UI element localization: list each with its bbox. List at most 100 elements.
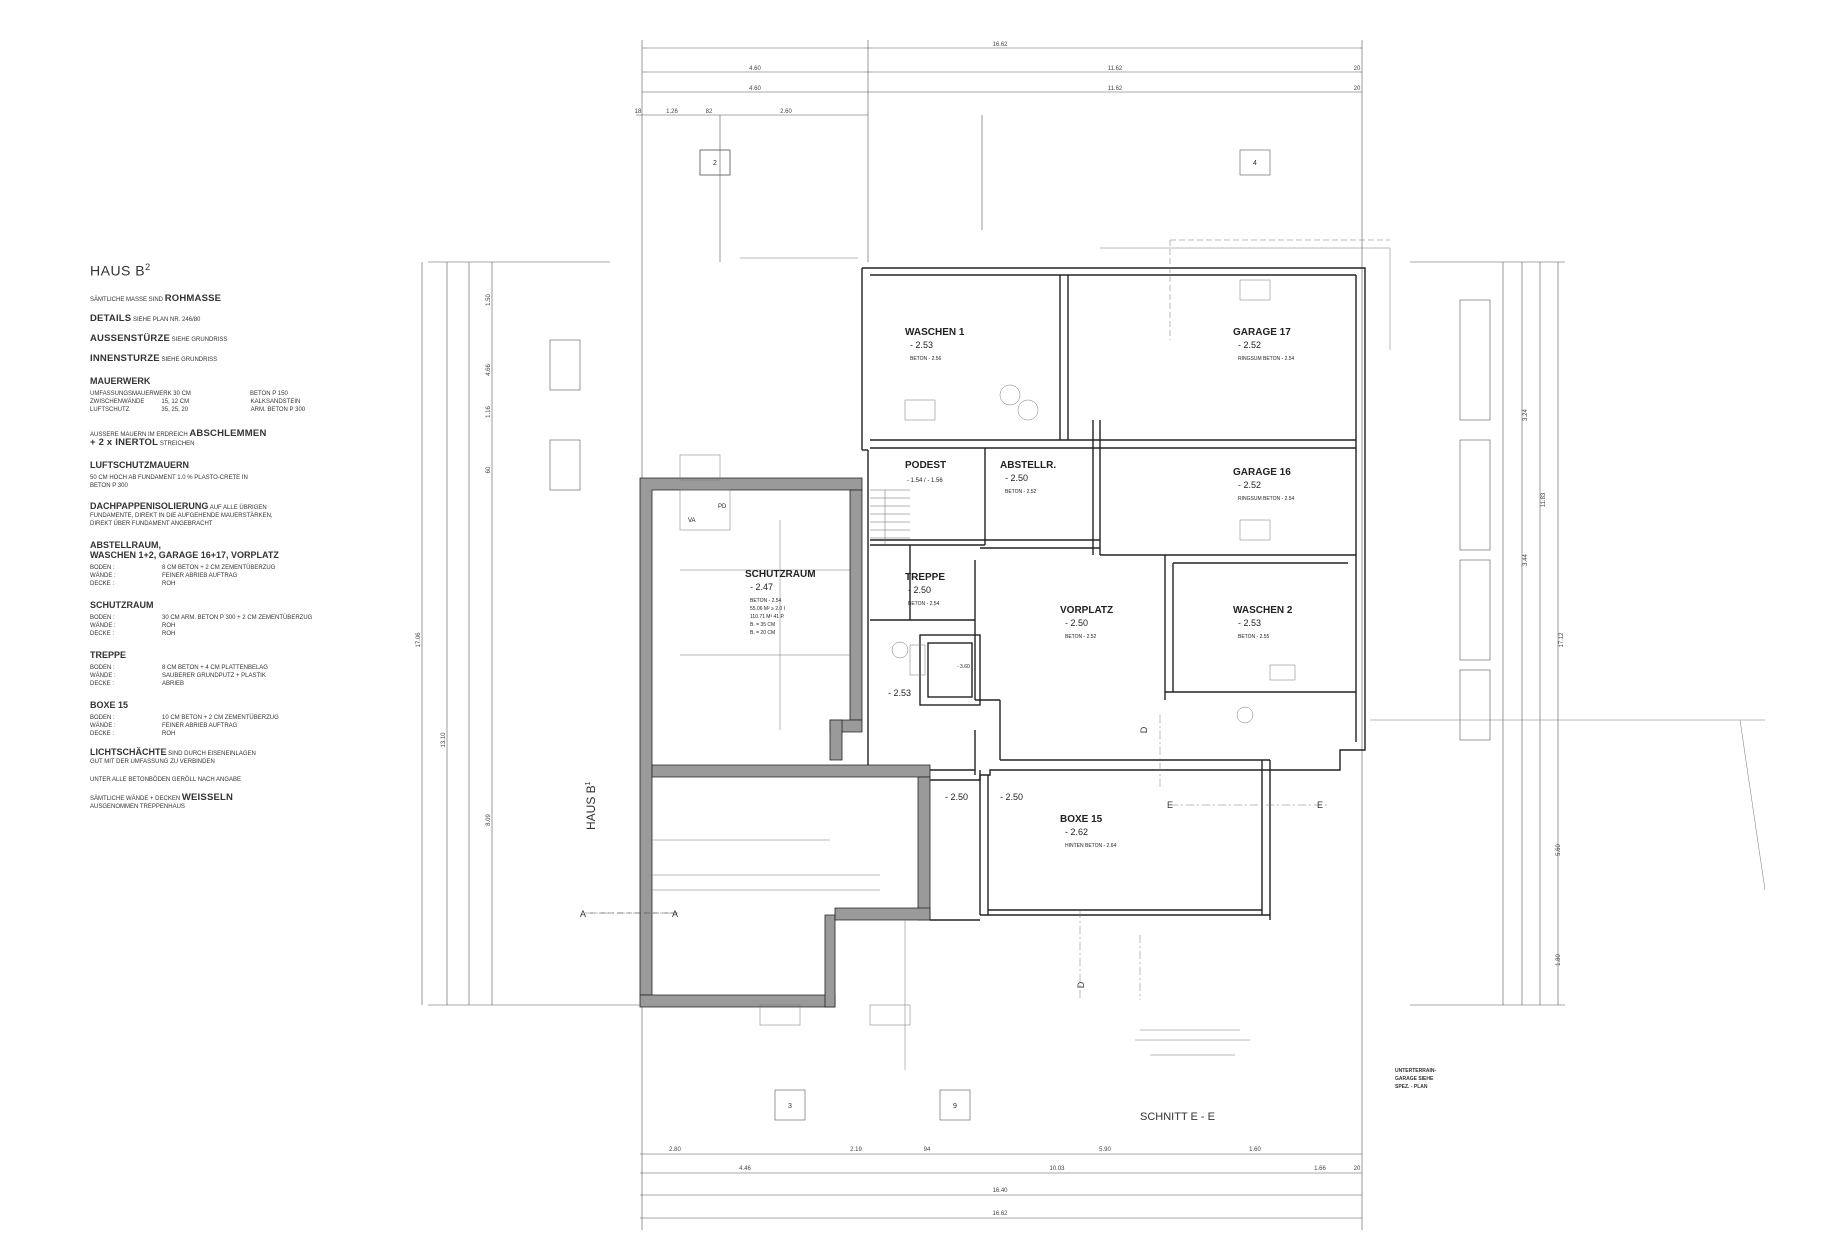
treppe-row-value: SAUBERER GRUNDPUTZ + PLASTIK <box>162 672 266 679</box>
room-vorplatz-note: BETON - 2.52 <box>1065 634 1097 640</box>
abst-row-label: WÄNDE : <box>90 572 116 579</box>
inertol-suffix: STREICHEN <box>159 440 195 447</box>
legend-luftschutz: LUFTSCHUTZMAUERN 50 CM HOCH AB FUNDAMENT… <box>90 460 330 490</box>
treppe-row: DECKE :ABRIEB <box>90 680 330 688</box>
room-schutzraum-extra: B. = 35 CM <box>750 622 775 628</box>
boxe-row: WÄNDE :FEINER ABRIEB AUFTRAG <box>90 722 330 730</box>
dim-left-2: 13.10 <box>441 732 447 748</box>
legend-innen: INNENSTURZE SIEHE GRUNDRISS <box>90 353 330 364</box>
schutz-row: BODEN :30 CM ARM. BETON P 300 + 2 CM ZEM… <box>90 614 330 622</box>
mauerwerk-row-label: UMFASSUNGSMAUERWERK 30 CM <box>90 390 191 397</box>
room-boxe15-name: BOXE 15 <box>1060 814 1103 825</box>
mauerwerk-row-material: ARM. BETON P 300 <box>250 406 306 413</box>
legend-masse: SÄMTLICHE MASSE SIND ROHMASSE <box>90 293 330 304</box>
marker-3: 3 <box>788 1103 792 1110</box>
abst-row-label: BODEN : <box>90 564 115 571</box>
legend-weisseln: SÄMTLICHE WÄNDE + DECKEN WEISSELN AUSGEN… <box>90 792 330 811</box>
untergarage-line1: UNTERTERRAIN- <box>1395 1068 1436 1074</box>
room-waschen2-level: - 2.53 <box>1238 618 1261 628</box>
dim-left-5: 4.66 <box>486 364 492 376</box>
dim-right-2: 11.83 <box>1541 492 1547 507</box>
schutz-row-label: DECKE : <box>90 630 115 637</box>
legend-aussen: AUSSENSTÜRZE SIEHE GRUNDRISS <box>90 333 330 344</box>
boxe-row-value: FEINER ABRIEB AUFTRAG <box>162 722 238 729</box>
abst-row-label: DECKE : <box>90 580 115 587</box>
schutz-row-label: BODEN : <box>90 614 115 621</box>
treppe-title: TREPPE <box>90 649 127 660</box>
mauerwerk-row-material: KALKSANDSTEIN <box>250 398 301 405</box>
dim-top3-c: 2.60 <box>780 109 792 115</box>
room-garage17-level: - 2.52 <box>1238 340 1261 350</box>
untergarage-line2: GARAGE SIEHE <box>1395 1076 1434 1082</box>
room-abstellr-name: ABSTELLR. <box>1000 460 1056 471</box>
section-a-right: A <box>672 909 678 919</box>
legend-schutzraum: SCHUTZRAUM BODEN :30 CM ARM. BETON P 300… <box>90 600 330 638</box>
masse-value: ROHMASSE <box>164 292 222 304</box>
schutz-title: SCHUTZRAUM <box>90 599 154 610</box>
room-schutzraum-extra: B. = 20 CM <box>750 630 775 636</box>
dim-bottom-e: 1.60 <box>1249 1147 1261 1153</box>
misc-levels: - 2.53 - 2.50 - 2.50 - 3.60 VA PD <box>688 504 1023 802</box>
room-schutzraum-name: SCHUTZRAUM <box>745 569 816 580</box>
stair-treads <box>870 489 910 545</box>
room-schutzraum-level: - 2.47 <box>750 582 773 592</box>
legend-panel: HAUS B2 SÄMTLICHE MASSE SIND ROHMASSE DE… <box>90 262 330 811</box>
section-e-right: E <box>1317 800 1323 810</box>
dim-right-4: 3.44 <box>1523 554 1529 566</box>
legend-boxe: BOXE 15 BODEN : 10 CM BETON + 2 CM ZEMENT… <box>90 700 330 738</box>
abschl-prefix: AUSSERE MAUERN IM ERDREICH <box>90 431 188 438</box>
weiss-prefix: SÄMTLICHE WÄNDE + DECKEN <box>90 795 181 802</box>
legend-title-text: HAUS B <box>90 262 146 279</box>
dim-bottom2-c: 1.66 <box>1314 1166 1326 1172</box>
legend-title: HAUS B2 <box>90 262 330 279</box>
legend-abschlemmen: AUSSERE MAUERN IM ERDREICH ABSCHLEMMEN +… <box>90 427 330 448</box>
room-labels: WASCHEN 1 - 2.53 BETON - 2.56 GARAGE 17 … <box>745 327 1295 849</box>
schutz-row-value: ROH <box>162 622 176 629</box>
abschl-value: ABSCHLEMMEN <box>189 427 267 439</box>
dim-top-end: 20 <box>1354 66 1361 72</box>
haus-b1-sup: 1 <box>585 781 592 785</box>
dim-top3-d: 18 <box>635 109 642 115</box>
details-label: DETAILS <box>90 312 132 324</box>
weiss-suffix: AUSGENOMMEN TREPPENHAUS <box>90 803 185 810</box>
boxe-row-label: BODEN : <box>90 714 115 721</box>
schutz-row: DECKE :ROH <box>90 630 330 638</box>
mauerwerk-title: MAUERWERK <box>90 375 151 386</box>
dim-top2-right: 11.62 <box>1108 86 1123 92</box>
abst-row: DECKE :ROH <box>90 580 330 588</box>
dimension-lines <box>421 40 1565 1230</box>
dim-bottom-d: 5.90 <box>1099 1147 1111 1153</box>
room-vorplatz-name: VORPLATZ <box>1060 605 1113 616</box>
thin-lines <box>585 239 1766 1070</box>
untergarage-line3: SPEZ. - PLAN <box>1395 1084 1428 1090</box>
walls-lower <box>930 700 1270 921</box>
section-a-left: A <box>580 909 586 919</box>
legend-licht: LICHTSCHÄCHTE SIND DURCH EISENEINLAGEN G… <box>90 747 270 766</box>
room-boxe15-note: HINTEN BETON - 2.64 <box>1065 843 1117 849</box>
dim-top3-a: 1.26 <box>666 109 678 115</box>
boxe-title: BOXE 15 <box>90 699 129 710</box>
abst-row: BODEN :8 CM BETON + 2 CM ZEMENTÜBERZUG <box>90 564 330 572</box>
room-waschen1-level: - 2.53 <box>910 340 933 350</box>
boxe-row-value: 10 CM BETON + 2 CM ZEMENTÜBERZUG <box>162 714 279 721</box>
level-stair-lower: - 2.53 <box>888 688 911 698</box>
abst-row-value: FEINER ABRIEB AUFTRAG <box>162 572 238 579</box>
room-waschen2-name: WASCHEN 2 <box>1233 605 1293 616</box>
boxe-row: BODEN : 10 CM BETON + 2 CM ZEMENTÜBERZUG <box>90 714 330 722</box>
dim-top-right: 11.62 <box>1108 66 1123 72</box>
haus-b1-text: HAUS B <box>584 785 598 830</box>
room-podest-level: - 1.54 / - 1.56 <box>907 478 943 484</box>
aussen-label: AUSSENSTÜRZE <box>90 332 170 344</box>
schnitt-title: SCHNITT E - E <box>1140 1111 1215 1123</box>
dim-left-7: 60 <box>486 466 492 473</box>
treppe-row-value: 8 CM BETON + 4 CM PLATTENBELAG <box>162 664 268 671</box>
dim-right-3: 3.24 <box>1523 409 1529 421</box>
room-garage16-note: RINGSUM BETON - 2.54 <box>1238 496 1295 502</box>
treppe-row: WÄNDE :SAUBERER GRUNDPUTZ + PLASTIK <box>90 672 330 680</box>
marker-4: 4 <box>1253 160 1257 167</box>
dim-bottom-b: 2.19 <box>850 1147 862 1153</box>
room-waschen1-note: BETON - 2.56 <box>910 356 942 362</box>
haus-b1-label: HAUS B1 <box>584 781 598 830</box>
